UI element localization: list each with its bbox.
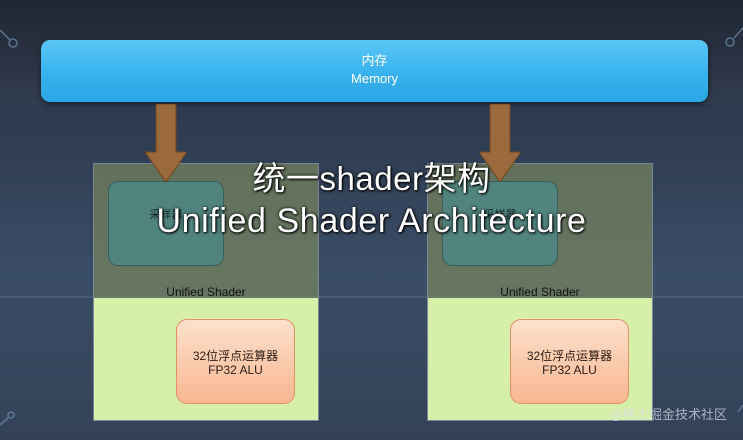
memory-label-zh: 内存 <box>361 53 388 68</box>
memory-block: 内存 Memory <box>41 40 708 102</box>
alu-label-en: FP32 ALU <box>208 363 263 377</box>
sampler-block: 采样器 <box>108 181 224 266</box>
memory-label-en: Memory <box>351 71 398 86</box>
fp32-alu-block: 32位浮点运算器 FP32 ALU <box>176 319 295 404</box>
alu-label-en: FP32 ALU <box>542 363 597 377</box>
shader-upper-panel: 采样器 Unified Shader <box>428 164 652 299</box>
unified-shader-unit: 采样器 Unified Shader 32位浮点运算器 FP32 ALU <box>93 163 319 421</box>
sampler-label: 采样器 <box>149 209 183 221</box>
down-arrow <box>479 104 521 182</box>
fp32-alu-block: 32位浮点运算器 FP32 ALU <box>510 319 629 404</box>
alu-label-zh: 32位浮点运算器 <box>192 349 279 363</box>
shader-upper-panel: 采样器 Unified Shader <box>94 164 318 299</box>
subtitle-chinese: 统一shader架构 <box>252 160 491 197</box>
down-arrow <box>145 104 187 182</box>
unified-shader-unit: 采样器 Unified Shader 32位浮点运算器 FP32 ALU <box>427 163 653 421</box>
sampler-block: 采样器 <box>442 181 558 266</box>
alu-label-zh: 32位浮点运算器 <box>526 349 613 363</box>
divider-line <box>0 296 743 298</box>
sampler-label: 采样器 <box>483 209 517 221</box>
unit-label: Unified Shader <box>166 285 246 299</box>
unit-label: Unified Shader <box>500 285 580 299</box>
watermark: @稀土掘金技术社区 <box>609 407 727 422</box>
subtitle-english: Unified Shader Architecture <box>156 202 587 240</box>
